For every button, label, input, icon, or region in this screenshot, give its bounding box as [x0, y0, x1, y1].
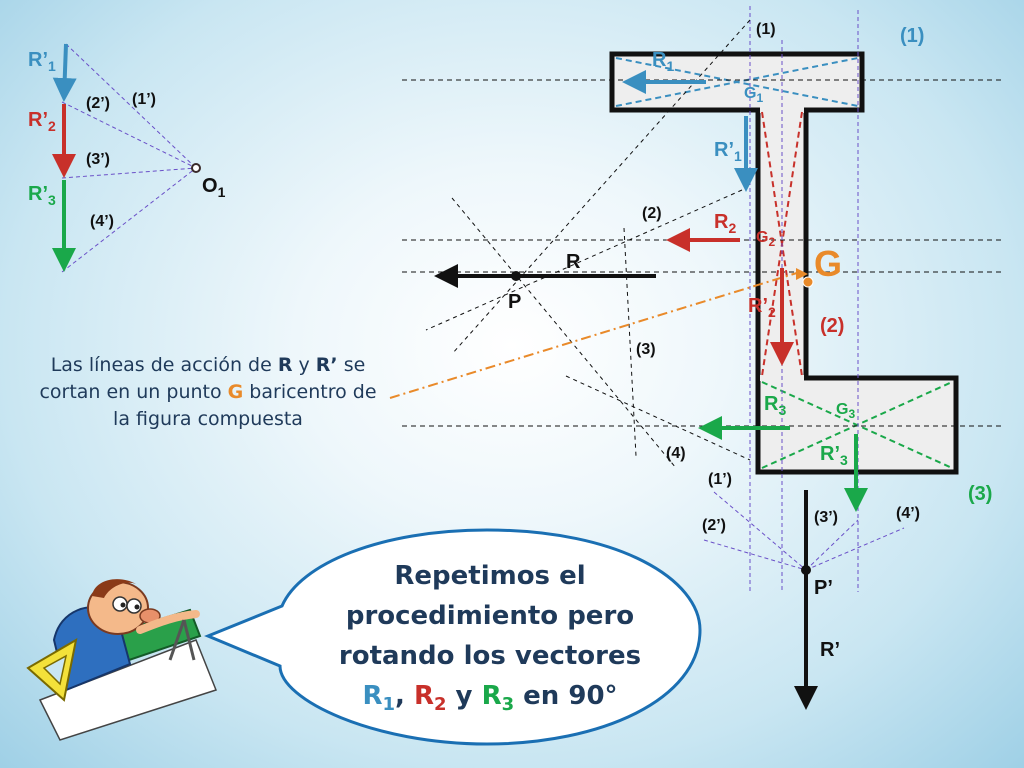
label-R3-prime: R’3 — [820, 443, 848, 468]
engineer-illustration — [26, 579, 217, 741]
label-mid-3: (3) — [636, 341, 656, 358]
label-G2: G2 — [756, 229, 775, 249]
bubble-text: Repetimos el procedimiento pero rotando … — [300, 556, 680, 725]
label-bottom-2-prime: (2’) — [702, 517, 726, 534]
label-R-prime: R’ — [820, 639, 840, 661]
label-R1: R1 — [652, 49, 674, 74]
label-right-1: (1) — [900, 25, 924, 47]
bubble-r1: R1 — [362, 681, 395, 716]
label-mid-4: (4) — [666, 445, 686, 462]
label-ray-2-prime: (2’) — [86, 95, 110, 112]
bubble-line-3: rotando los vectores — [338, 641, 642, 671]
label-r1-prime-left: R’1 — [28, 49, 56, 74]
label-G3: G3 — [836, 401, 855, 421]
label-G1: G1 — [744, 85, 763, 105]
label-right-2: (2) — [820, 315, 844, 337]
label-R1-prime: R’1 — [714, 139, 742, 164]
bubble-r3: R3 — [481, 681, 515, 716]
label-right-3: (3) — [968, 483, 992, 505]
bubble-line-4: R1, R2 y R3 en 90° — [362, 681, 618, 716]
desc-part-3: se cortan en un punto — [39, 354, 366, 403]
desc-part-4: baricentro de la figura compuesta — [113, 381, 377, 430]
label-R3: R3 — [764, 393, 786, 418]
label-G: G — [814, 243, 842, 284]
bubble-r2: R2 — [413, 681, 447, 716]
label-ray-3-prime: (3’) — [86, 151, 110, 168]
label-R: R — [566, 251, 581, 273]
label-ray-4-prime: (4’) — [90, 213, 114, 230]
speech-bubble — [204, 528, 702, 746]
description-text: Las líneas de acción de R y R’ se cortan… — [28, 352, 388, 433]
label-r3-prime-left: R’3 — [28, 183, 56, 208]
desc-g: G — [227, 381, 244, 403]
desc-r-prime: R’ — [315, 354, 338, 376]
vector-r1-prime — [52, 43, 77, 102]
pole-o1 — [191, 163, 201, 173]
label-R2-prime: R’2 — [748, 295, 776, 320]
label-top-1: (1) — [756, 21, 776, 38]
label-bottom-3-prime: (3’) — [814, 509, 838, 526]
label-bottom-4-prime: (4’) — [896, 505, 920, 522]
label-P-prime: P’ — [814, 577, 833, 599]
label-P: P — [508, 291, 521, 313]
desc-part-2: y — [292, 354, 316, 376]
desc-r: R — [277, 354, 293, 376]
label-r2-prime-left: R’2 — [28, 109, 56, 134]
bubble-line-2: procedimiento pero — [345, 601, 635, 631]
label-mid-2: (2) — [642, 205, 662, 222]
bubble-line-1: Repetimos el — [394, 561, 586, 591]
desc-part-1: Las líneas de acción de — [50, 354, 278, 376]
label-o1: O1 — [202, 175, 226, 200]
label-ray-1-prime: (1’) — [132, 91, 156, 108]
force-polygon — [52, 43, 201, 273]
label-R2: R2 — [714, 211, 736, 236]
label-bottom-1-prime: (1’) — [708, 471, 732, 488]
